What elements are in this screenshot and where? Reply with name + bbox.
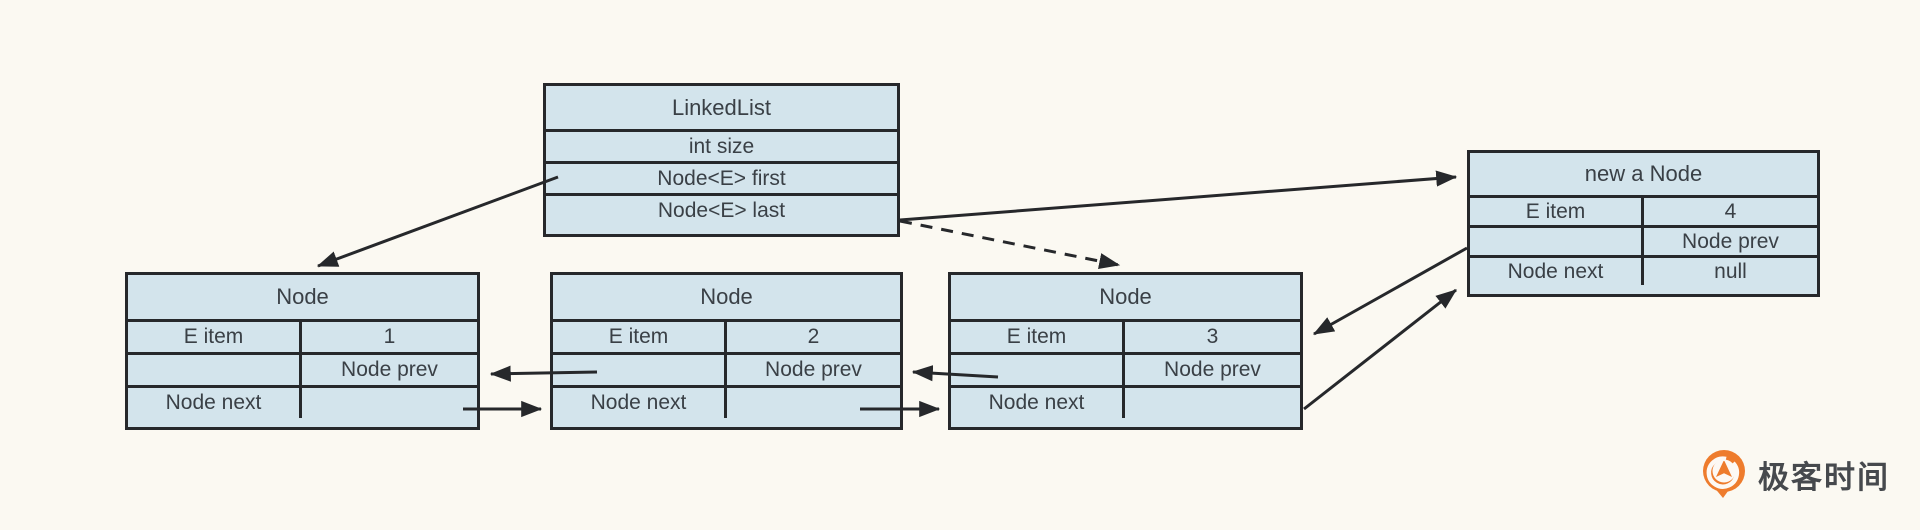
- node1-title: Node: [276, 284, 329, 309]
- newnode-title: new a Node: [1584, 161, 1703, 186]
- node1-next-label: Node next: [128, 388, 302, 418]
- node3-item-label: E item: [951, 322, 1125, 352]
- geektime-logo-text: 极客时间: [1758, 459, 1890, 495]
- node2-item-label: E item: [553, 322, 727, 352]
- new-node-box: new a Node E item 4 Node prev Node next …: [1467, 150, 1820, 297]
- node3-next-label: Node next: [951, 388, 1125, 418]
- linkedlist-title: LinkedList: [671, 94, 772, 120]
- node3-next-value: [1125, 388, 1300, 418]
- node2-item-value: 2: [807, 325, 820, 348]
- node3-prev-label: Node prev: [1164, 358, 1261, 381]
- node1-item-label: E item: [128, 322, 302, 352]
- arrow-newnodeprev-to-node3: [1312, 246, 1468, 336]
- linkedlist-box: LinkedList int size Node<E> first Node<E…: [543, 83, 900, 237]
- node1-next-value: [302, 388, 477, 418]
- newnode-prev-label: Node prev: [1682, 229, 1779, 253]
- geektime-logo-icon: [1703, 450, 1745, 498]
- newnode-item-value: 4: [1724, 199, 1737, 223]
- newnode-prev-pointer-cell: [1470, 228, 1644, 255]
- newnode-next-label: Node next: [1470, 258, 1644, 285]
- node2-title: Node: [700, 284, 753, 309]
- node3-item-value: 3: [1206, 325, 1219, 348]
- node2-next-label: Node next: [553, 388, 727, 418]
- node3-title: Node: [1099, 284, 1152, 309]
- node-box-2: Node E item 2 Node prev Node next: [550, 272, 903, 430]
- arrow-first-to-node1: [316, 175, 559, 268]
- node2-prev-label: Node prev: [765, 358, 862, 381]
- node1-prev-label: Node prev: [341, 358, 438, 381]
- newnode-item-label: E item: [1470, 198, 1644, 225]
- node2-next-value: [727, 388, 900, 418]
- node1-item-value: 1: [383, 325, 396, 348]
- node3-prev-pointer-cell: [951, 355, 1125, 385]
- node-box-1: Node E item 1 Node prev Node next: [125, 272, 480, 430]
- linkedlist-field-first: Node<E> first: [546, 161, 897, 193]
- newnode-next-value: null: [1714, 259, 1747, 283]
- arrow-last-to-newnode: [899, 170, 1458, 222]
- node1-prev-pointer-cell: [128, 355, 302, 385]
- node-box-3: Node E item 3 Node prev Node next: [948, 272, 1303, 430]
- node2-prev-pointer-cell: [553, 355, 727, 385]
- arrow-node3next-to-newnode: [1303, 288, 1457, 411]
- arrow-last-to-node3-dashed: [899, 219, 1121, 270]
- linkedlist-field-last: Node<E> last: [546, 193, 897, 225]
- linkedlist-field-size: int size: [546, 129, 897, 161]
- geektime-logo: 极客时间: [1700, 449, 1890, 499]
